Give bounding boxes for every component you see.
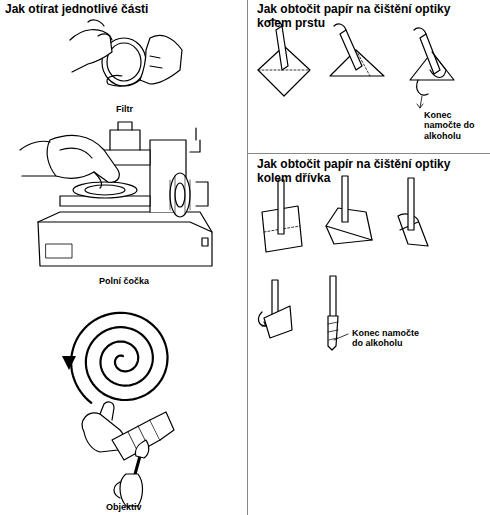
section-heading: Jak obtočit papír na čištění optiky kole… <box>257 3 485 31</box>
part-name: Polní čočka <box>99 276 149 286</box>
wiping-spiral <box>71 313 167 403</box>
part-name: Filtr <box>116 104 133 114</box>
instruction-note: Konec namočte do alkoholu <box>424 110 488 141</box>
microscope-figure <box>20 122 212 266</box>
filter-figure <box>70 20 182 86</box>
stick-wrap-figures <box>259 176 428 350</box>
section-heading: Jak otírat jednotlivé části <box>5 3 243 17</box>
part-name: Objektiv <box>106 502 142 512</box>
finger-wrap-figures <box>258 20 454 108</box>
spiral-arrowhead <box>62 356 76 370</box>
section-heading: Jak obtočit papír na čištění optiky kole… <box>257 158 485 186</box>
objective-figure <box>82 402 174 506</box>
instruction-note: Konec namočte do alkoholu <box>352 328 422 349</box>
